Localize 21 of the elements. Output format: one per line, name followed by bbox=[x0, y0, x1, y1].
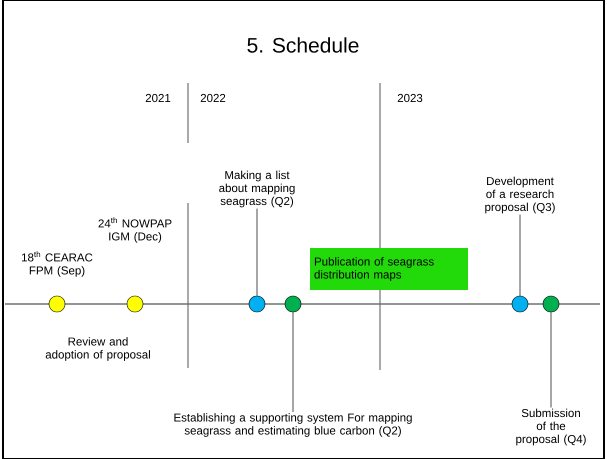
milestone-circle bbox=[512, 296, 528, 312]
leader-line bbox=[292, 312, 294, 412]
timeline-label: Review and adoption of proposal bbox=[46, 337, 150, 361]
milestone-text: Development of a research proposal (Q3) bbox=[485, 176, 555, 214]
milestone-text: Submission of the proposal (Q4) bbox=[516, 408, 586, 446]
timeline-label: 18$^{th}$ CEARAC FPM (Sep) bbox=[22, 251, 92, 277]
title: 5. Schedule bbox=[247, 37, 358, 53]
milestone-circle bbox=[48, 296, 66, 312]
timeline-label: 2022 bbox=[200, 94, 226, 102]
milestone-circle bbox=[284, 296, 302, 312]
leader-line bbox=[256, 208, 258, 296]
timeline-label: 2021 bbox=[146, 94, 170, 102]
timeline-label: 24$^{th}$ NOWPAP IGM (Dec) bbox=[98, 217, 172, 243]
milestone-text: Establishing a supporting system For mapping seagrass and estimating blue carbon (Q2) bbox=[174, 413, 412, 437]
milestone-box: Publication of seagrass distribution maps bbox=[310, 248, 468, 290]
milestone-text: Making a list about mapping seagrass (Q2) bbox=[219, 170, 295, 208]
milestone-circle bbox=[126, 296, 144, 312]
milestone-circle bbox=[248, 296, 266, 312]
leader-line bbox=[550, 312, 552, 408]
milestone-circle bbox=[542, 296, 560, 312]
timeline-label: 2023 bbox=[398, 94, 422, 102]
